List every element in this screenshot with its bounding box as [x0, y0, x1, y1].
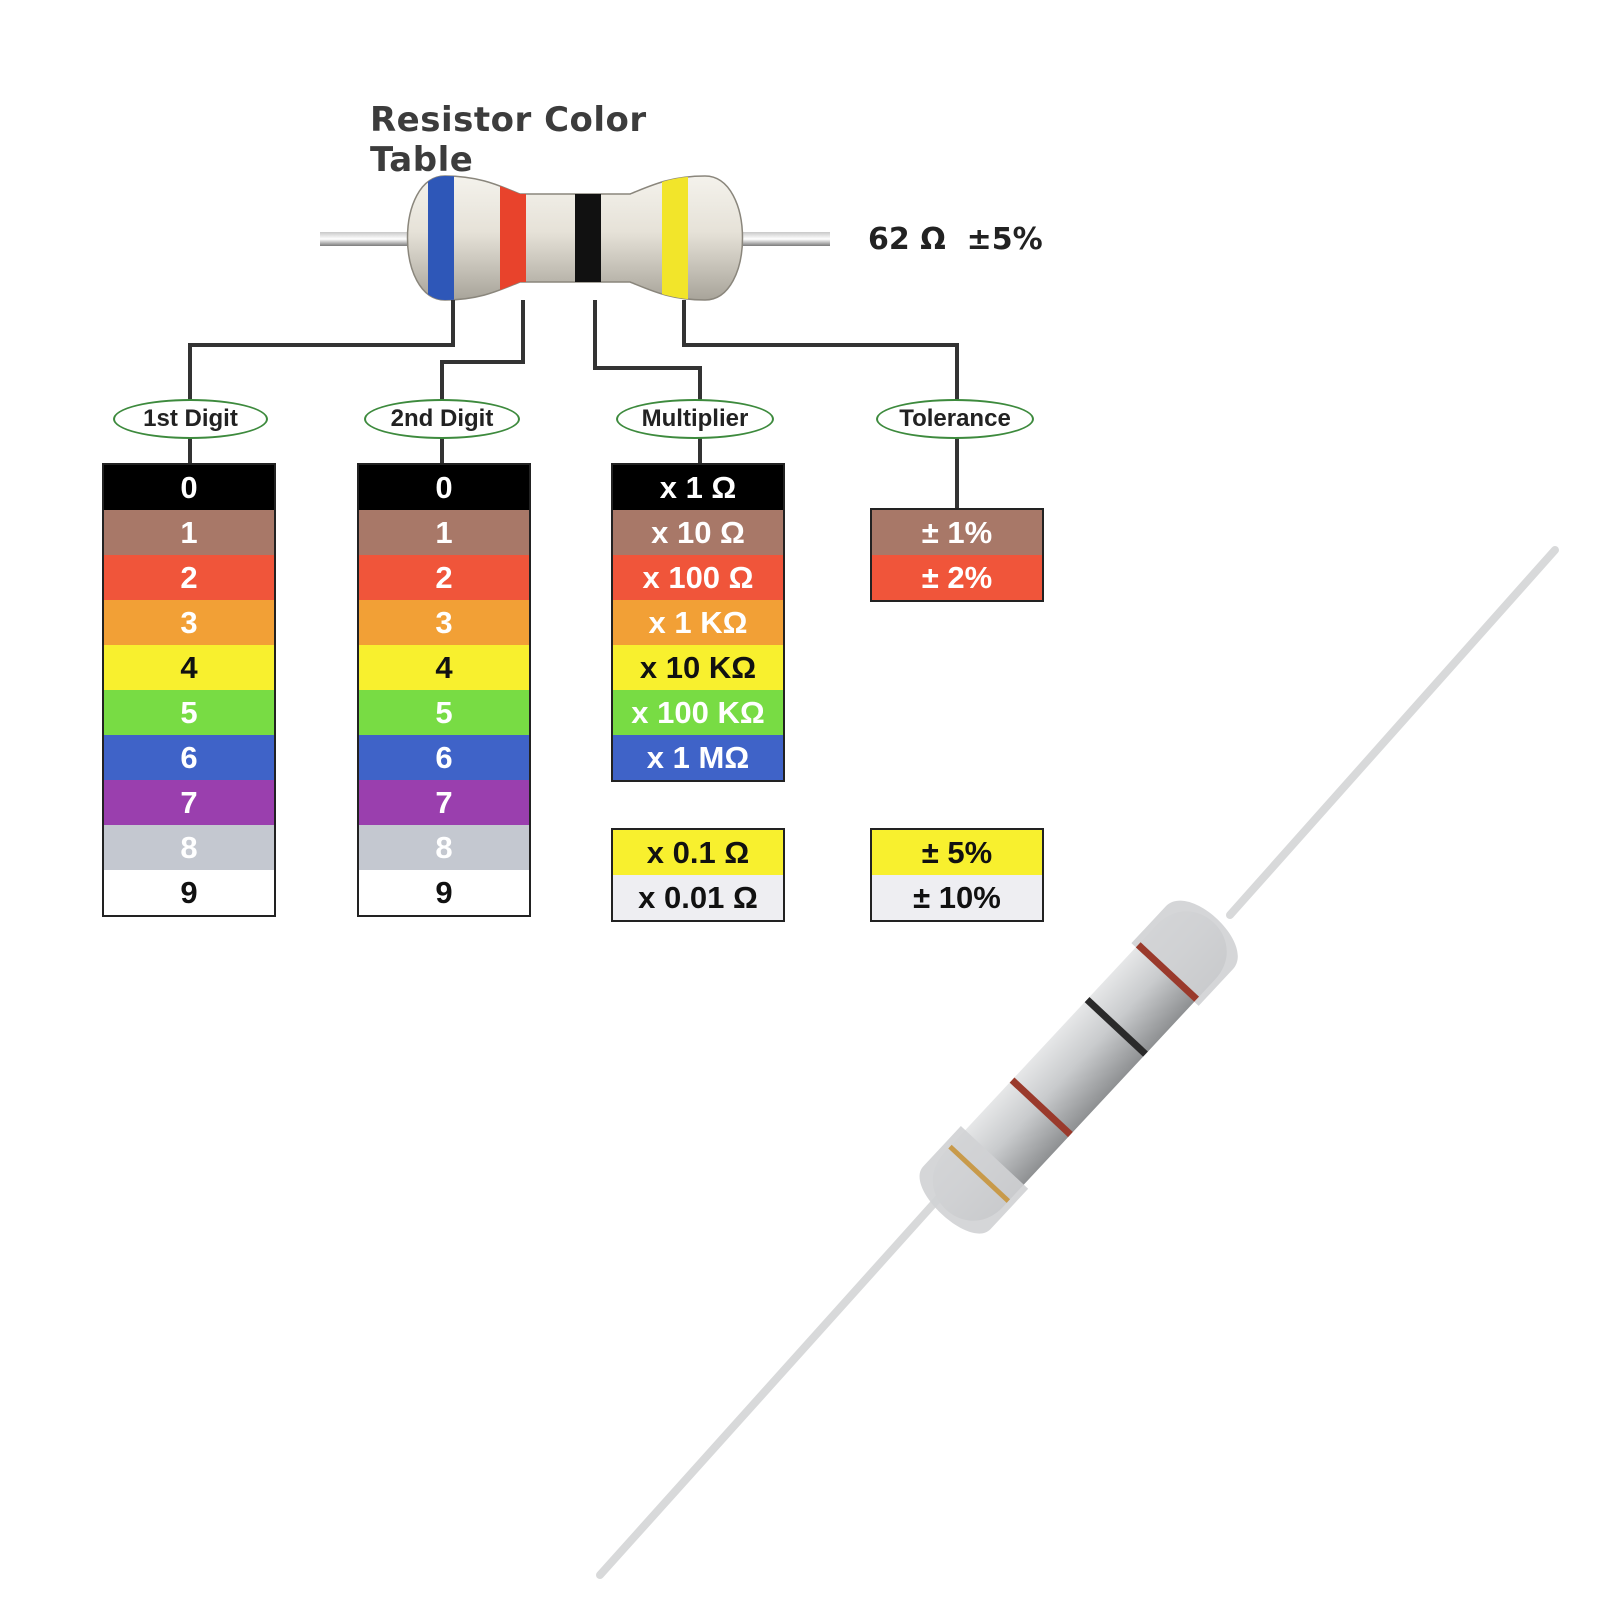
tolerance-row-0: ± 1% — [872, 510, 1042, 555]
photo-resistor-body — [932, 911, 1227, 1221]
connector-lines — [188, 300, 959, 510]
connector-first-digit — [188, 300, 455, 420]
photo-band-2 — [1077, 990, 1156, 1064]
multiplier-row-0: x 1 Ω — [613, 465, 783, 510]
tolerance-row-lower-0: ± 5% — [872, 830, 1042, 875]
first-digit-row-5: 5 — [104, 690, 274, 735]
photo-band-4 — [940, 1137, 1018, 1210]
photo-resistor-end-cap-right — [1131, 900, 1238, 1006]
multiplier-row-6: x 1 MΩ — [613, 735, 783, 780]
connector-second-digit — [440, 300, 525, 420]
second-digit-row-5: 5 — [359, 690, 529, 735]
multiplier-row-2: x 100 Ω — [613, 555, 783, 600]
label-first-digit: 1st Digit — [113, 399, 268, 439]
tolerance-column-lower: ± 5%± 10% — [870, 828, 1044, 922]
label-tolerance: Tolerance — [876, 399, 1034, 439]
second-digit-row-6: 6 — [359, 735, 529, 780]
right-lead — [740, 232, 830, 246]
multiplier-row-1: x 10 Ω — [613, 510, 783, 555]
second-digit-row-3: 3 — [359, 600, 529, 645]
example-band-3 — [575, 176, 601, 300]
multiplier-row-4: x 10 KΩ — [613, 645, 783, 690]
photo-band-3 — [1002, 1070, 1081, 1144]
second-digit-row-4: 4 — [359, 645, 529, 690]
first-digit-row-2: 2 — [104, 555, 274, 600]
tolerance-row-lower-1: ± 10% — [872, 875, 1042, 920]
example-band-4 — [662, 176, 688, 300]
first-digit-row-1: 1 — [104, 510, 274, 555]
photo-lead-top — [1226, 546, 1559, 919]
tolerance-row-1: ± 2% — [872, 555, 1042, 600]
fraction-multiplier-row-1: x 0.01 Ω — [613, 875, 783, 920]
second-digit-row-9: 9 — [359, 870, 529, 915]
photo-lead-bottom — [596, 1176, 959, 1579]
example-band-2 — [500, 176, 526, 300]
chart-title: Resistor Color Table — [370, 100, 647, 180]
connector-tolerance — [682, 300, 959, 420]
second-digit-row-8: 8 — [359, 825, 529, 870]
first-digit-row-3: 3 — [104, 600, 274, 645]
second-digit-row-0: 0 — [359, 465, 529, 510]
example-resistor-diagram — [188, 175, 959, 510]
first-digit-row-0: 0 — [104, 465, 274, 510]
example-value-label: 62 Ω ±5% — [868, 222, 1043, 257]
fraction-multiplier-row-0: x 0.1 Ω — [613, 830, 783, 875]
label-multiplier: Multiplier — [616, 399, 774, 439]
first-digit-row-9: 9 — [104, 870, 274, 915]
second-digit-row-1: 1 — [359, 510, 529, 555]
multiplier-row-3: x 1 KΩ — [613, 600, 783, 645]
connector-multiplier — [593, 300, 702, 420]
left-lead — [320, 232, 410, 246]
tolerance-column: ± 1%± 2% — [870, 508, 1044, 602]
photo-band-1 — [1128, 935, 1207, 1009]
example-band-1 — [428, 176, 454, 300]
photo-resistor-end-cap-left — [919, 1126, 1029, 1234]
second-digit-row-7: 7 — [359, 780, 529, 825]
second-digit-row-2: 2 — [359, 555, 529, 600]
first-digit-row-8: 8 — [104, 825, 274, 870]
first-digit-row-6: 6 — [104, 735, 274, 780]
first-digit-row-4: 4 — [104, 645, 274, 690]
label-second-digit: 2nd Digit — [364, 399, 520, 439]
multiplier-row-5: x 100 KΩ — [613, 690, 783, 735]
first-digit-row-7: 7 — [104, 780, 274, 825]
